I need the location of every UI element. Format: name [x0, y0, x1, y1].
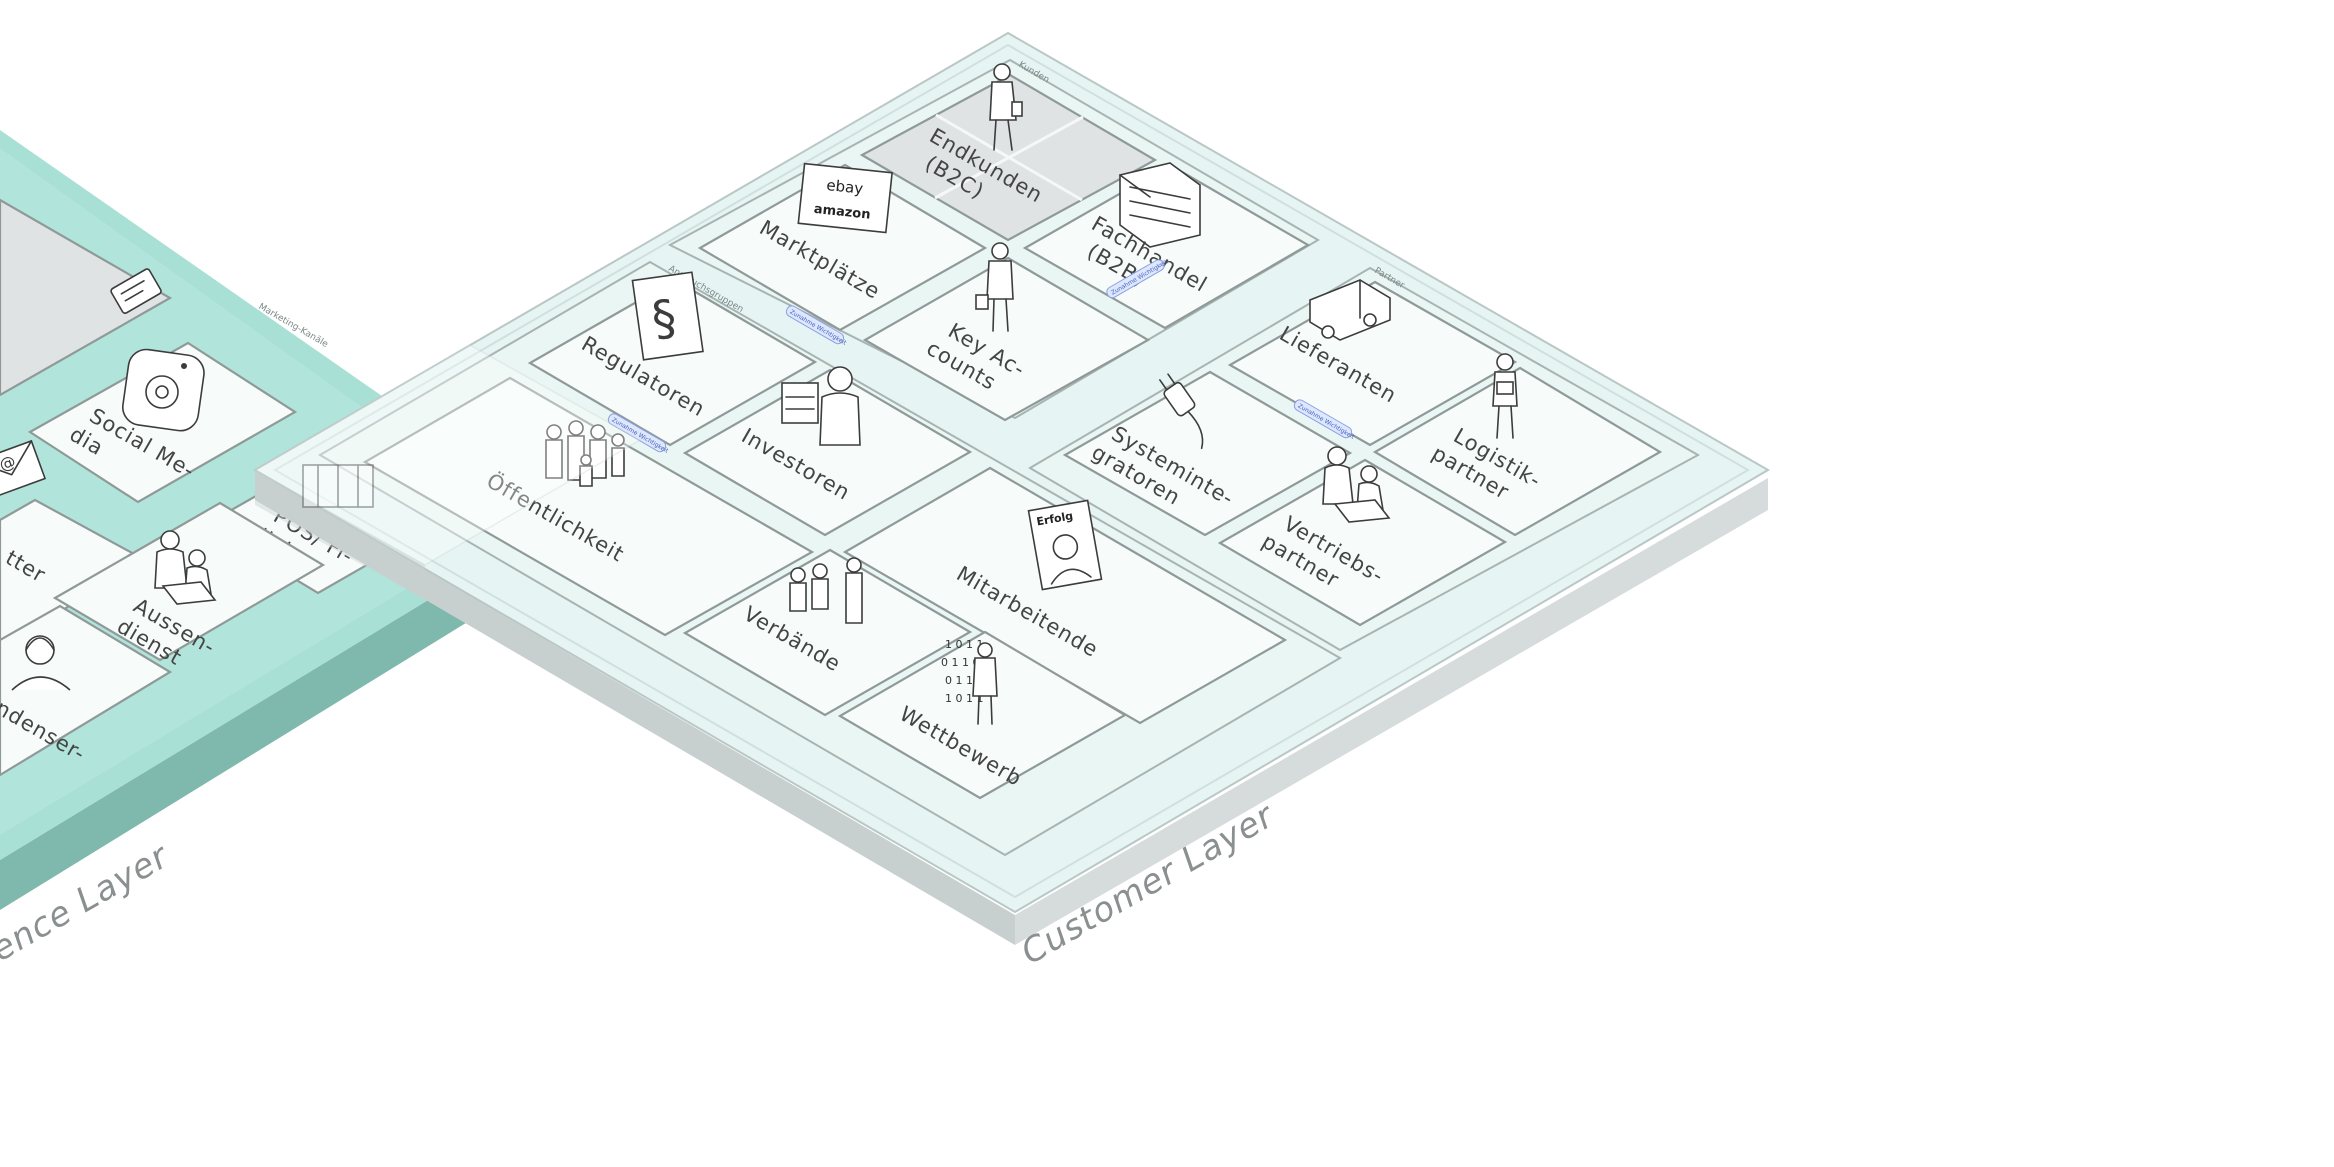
- left-grey-tile: [0, 198, 173, 397]
- tile-wettbewerb: [837, 630, 1128, 800]
- instagram-icon: [122, 348, 205, 432]
- tile-verbaende: [682, 548, 973, 717]
- customer-layer-inner: [273, 43, 1750, 899]
- customer-layer-side-right: [1015, 478, 1768, 945]
- crowd-icon: [545, 420, 625, 487]
- plug-icon: [1159, 373, 1204, 450]
- tile-systemintegratoren: [1062, 370, 1353, 537]
- customer-layer-side-left: [255, 470, 1015, 945]
- group-partner: [1028, 266, 1701, 652]
- svg-text:0 1 1 0: 0 1 1 0: [941, 656, 979, 669]
- svg-text:Erfolg: Erfolg: [1035, 509, 1074, 528]
- customer-layer: Kunden Partner Anspruchsgruppen Endkunde…: [253, 31, 1770, 973]
- investor-icon: [781, 366, 861, 446]
- tile-fachhandel: [1022, 163, 1311, 330]
- delivery-man-icon: [1492, 353, 1518, 439]
- magazine-icon: Erfolg: [1027, 499, 1103, 591]
- card-icon: [110, 268, 162, 314]
- tile-vertriebspartner: [1217, 458, 1508, 627]
- transition-pane-top: [253, 344, 642, 566]
- tile-marktplaetze: [697, 163, 988, 332]
- building-icon: [1119, 162, 1201, 248]
- field-agent-icon: [154, 530, 217, 605]
- association-icon: [789, 557, 863, 624]
- tile-mitarbeitende: [842, 466, 1288, 725]
- truck-icon: [1309, 279, 1391, 341]
- svg-text:1 0 1 1: 1 0 1 1: [945, 638, 983, 651]
- left-layer-side: [0, 520, 560, 910]
- support-agent-icon: [11, 635, 71, 691]
- paragraph-icon: §: [631, 271, 704, 361]
- meeting-icon: [1322, 446, 1391, 523]
- group-kunden: [667, 58, 1320, 420]
- tile-logistikpartner: [1372, 366, 1663, 537]
- woman-icon: [989, 63, 1023, 151]
- tile-key-accounts: [862, 256, 1151, 422]
- building-faint-icon: [302, 464, 374, 508]
- marketplace-sign-icon: ebay amazon: [797, 162, 893, 234]
- businessman-icon: [975, 242, 1014, 332]
- tile-regulatoren: [527, 278, 818, 447]
- tile-investoren: [682, 368, 973, 537]
- svg-text:@: @: [0, 451, 18, 474]
- svg-text:ebay: ebay: [826, 176, 865, 198]
- transition-pane-side: [255, 470, 425, 600]
- tile-oeffentlichkeit: [362, 376, 815, 637]
- svg-text:amazon: amazon: [813, 202, 871, 223]
- email-icon: @: [0, 439, 47, 501]
- binary-robot-icon: 1 0 1 1 0 1 1 0 0 1 1 0 1 0 1 1: [941, 638, 998, 725]
